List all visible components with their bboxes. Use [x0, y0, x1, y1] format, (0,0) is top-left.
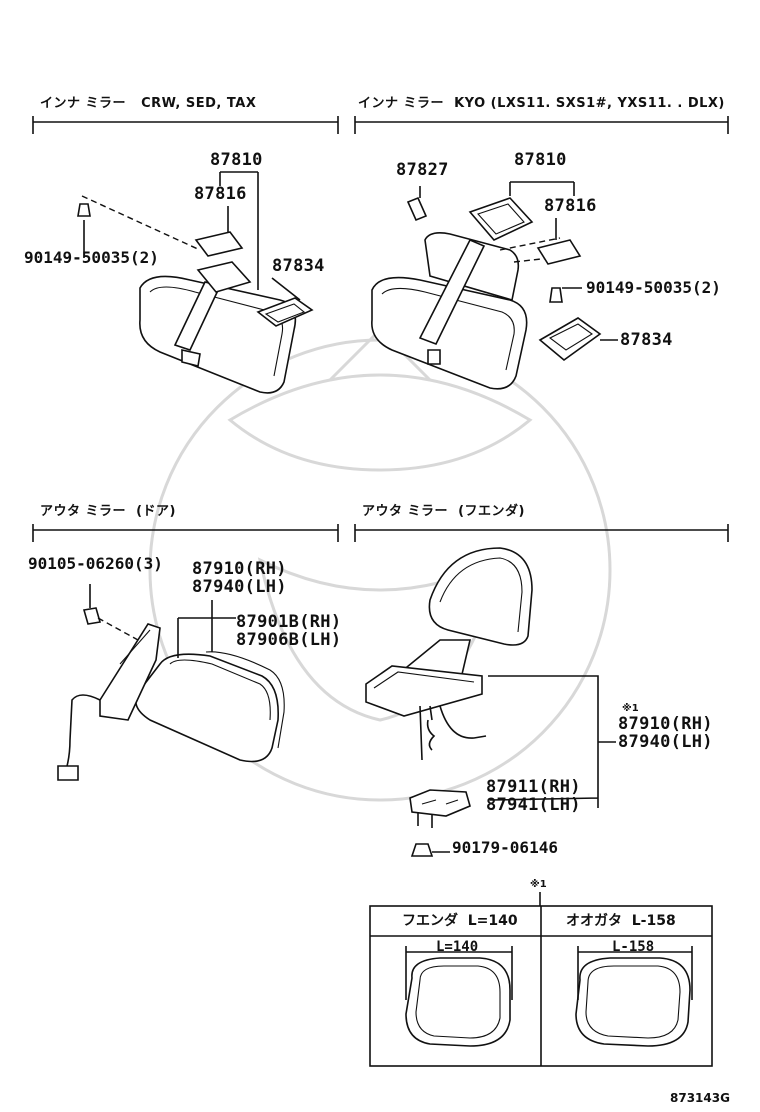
part-label-87941: 87941(LH) [486, 795, 581, 815]
part-label-87901b: 87901B(RH) [236, 612, 342, 632]
inner-mirror-left-drawing [77, 171, 314, 394]
note-mark-1: ※1 [622, 703, 639, 714]
part-label-90149-right: 90149-50035(2) [586, 278, 721, 297]
part-label-87834-left: 87834 [272, 256, 325, 276]
table-note-mark: ※1 [530, 879, 547, 890]
section-title-outer-mirror-door: アウタ ミラー (ドア) [40, 504, 176, 519]
outer-mirror-door-drawing [57, 584, 285, 781]
diagram-code: 873143G [670, 1091, 730, 1105]
part-label-87940-lh-fender: 87940(LH) [618, 732, 713, 752]
part-label-87910-rh-door: 87910(RH) [192, 559, 287, 579]
part-label-87906b: 87906B(LH) [236, 630, 342, 650]
dimension-label-158: L-158 [612, 939, 655, 955]
part-label-87816-left: 87816 [194, 184, 247, 204]
part-label-87940-lh-door: 87940(LH) [192, 577, 287, 597]
dimension-label-140: L=140 [436, 939, 479, 955]
part-label-90105: 90105-06260(3) [28, 554, 163, 573]
table-header-fender: フエンダ L=140 [402, 913, 518, 929]
part-label-87816-right: 87816 [544, 196, 597, 216]
part-label-87910-rh-fender: 87910(RH) [618, 714, 713, 734]
section-brackets [32, 116, 729, 542]
table-header-oogata: オオガタ L-158 [566, 913, 676, 929]
part-label-87810-right: 87810 [514, 150, 567, 170]
part-label-87810-left: 87810 [210, 150, 263, 170]
part-label-90149-left: 90149-50035(2) [24, 248, 159, 267]
inner-mirror-right-drawing [371, 181, 618, 390]
section-title-inner-mirror-left: インナ ミラー CRW, SED, TAX [40, 96, 257, 111]
part-label-90179: 90179-06146 [452, 838, 558, 857]
part-label-87827: 87827 [396, 160, 449, 180]
section-title-outer-mirror-fender: アウタ ミラー (フエンダ) [362, 504, 525, 519]
outer-mirror-fender-drawing [365, 547, 616, 857]
section-title-inner-mirror-right: インナ ミラー KYO (LXS11. SXS1#, YXS11. . DLX) [358, 96, 725, 111]
part-label-87911: 87911(RH) [486, 777, 581, 797]
dimension-table [369, 892, 713, 1067]
part-label-87834-right: 87834 [620, 330, 673, 350]
